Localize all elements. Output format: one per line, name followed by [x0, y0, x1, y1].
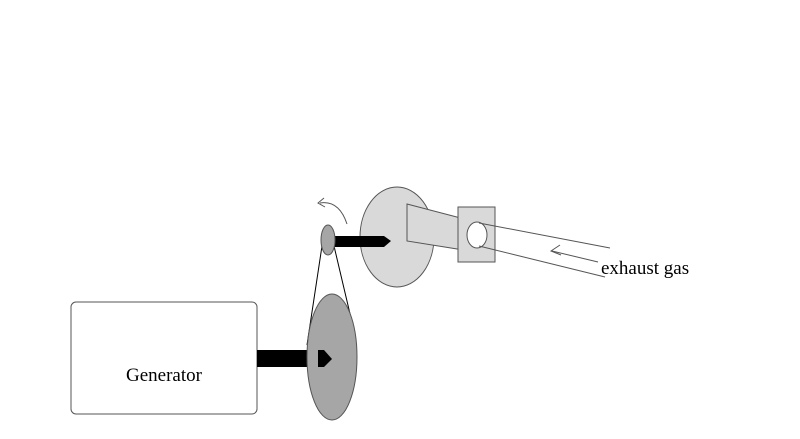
flow-arrow-shaft	[551, 250, 599, 263]
exhaust-pipe-lower-edge	[478, 245, 606, 278]
exhaust-pipe	[478, 222, 611, 278]
exhaust-flow-arrow	[549, 244, 599, 263]
inlet-opening	[466, 221, 488, 249]
exhaust-gas-label: exhaust gas	[601, 258, 689, 279]
turbine-pulley	[320, 224, 336, 256]
generator-shaft-tip	[318, 350, 332, 367]
rotation-arrow-head	[317, 197, 326, 208]
turbine-shaft	[334, 236, 391, 247]
exhaust-pipe-upper-edge	[478, 222, 611, 249]
generator-housing	[70, 301, 258, 415]
rotation-arrow	[317, 197, 348, 225]
rotation-arrow-curve	[319, 202, 348, 225]
generator-pulley	[306, 293, 358, 421]
flow-arrow-head	[549, 244, 562, 256]
generator: Generator	[70, 301, 258, 415]
generator-label: Generator	[126, 365, 203, 386]
